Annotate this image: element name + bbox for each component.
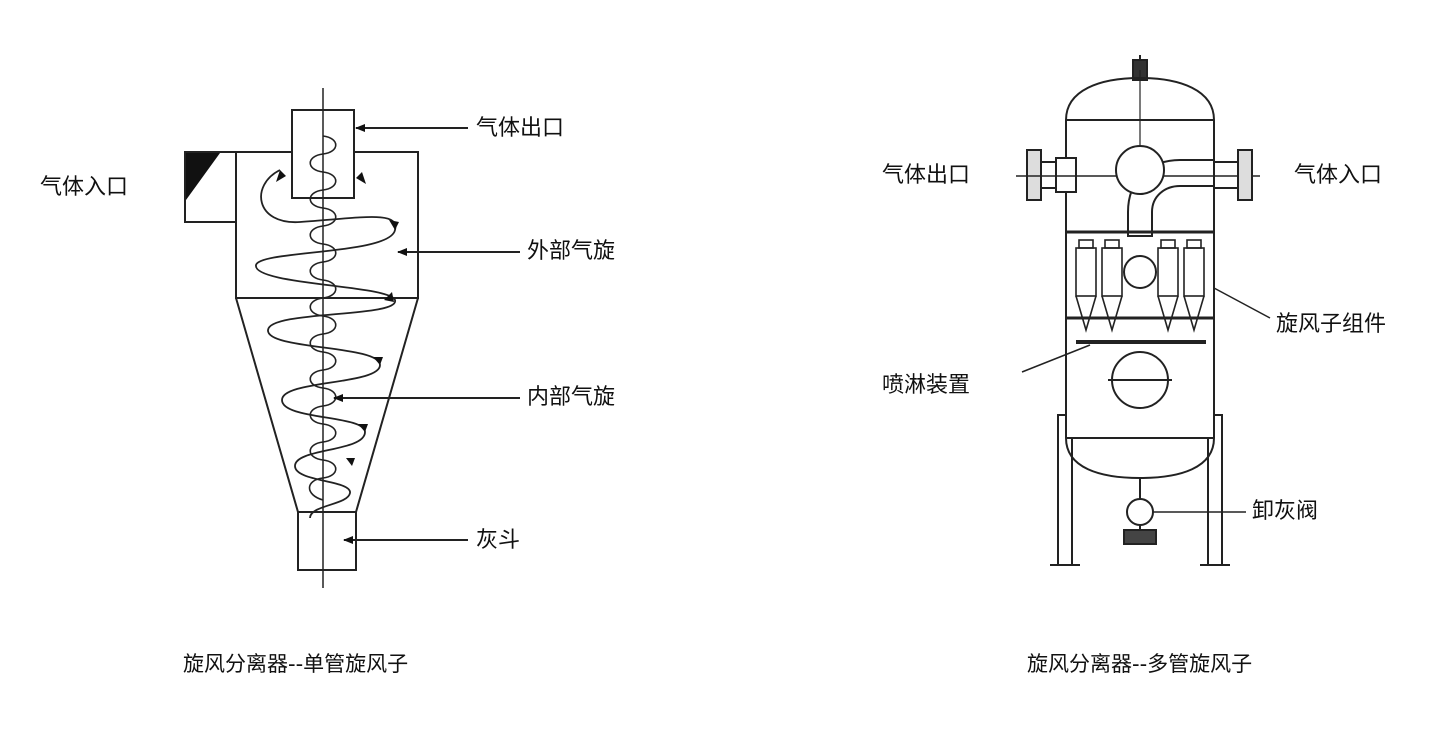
label-ash-valve: 卸灰阀: [1252, 499, 1319, 524]
single-cyclone-diagram: [184, 88, 520, 588]
label-inner-vortex: 内部气旋: [527, 385, 616, 410]
caption-multi-cyclone: 旋风分离器--多管旋风子: [1027, 652, 1253, 676]
label-spray-device: 喷淋装置: [882, 373, 971, 398]
inlet-flange: [1237, 149, 1253, 201]
ash-valve-body: [1126, 498, 1154, 526]
label-outer-vortex: 外部气旋: [527, 239, 616, 264]
label-ash-hopper: 灰斗: [476, 528, 521, 553]
upper-manway: [1115, 145, 1165, 195]
left-leader-arrows: [333, 124, 520, 544]
inner-vortex-spiral: [308, 135, 337, 501]
label-gas-inlet-left: 气体入口: [40, 175, 129, 200]
outlet-pipe: [291, 109, 355, 199]
outer-vortex-spiral: [255, 169, 397, 519]
cone-body: [235, 297, 419, 513]
cyclone-tubes: [1075, 239, 1205, 333]
outer-vortex-arrows: [276, 170, 399, 466]
label-gas-outlet-left: 气体出口: [476, 116, 565, 141]
label-cyclone-assembly: 旋风子组件: [1276, 312, 1387, 337]
right-leader-lines: [1021, 287, 1271, 513]
multi-cyclone-diagram: [1016, 55, 1271, 566]
label-gas-outlet-right: 气体出口: [882, 163, 971, 188]
support-legs: [1050, 414, 1230, 566]
outlet-flange: [1026, 149, 1042, 201]
middle-manway: [1123, 255, 1157, 289]
caption-single-cyclone: 旋风分离器--单管旋风子: [183, 652, 409, 676]
label-gas-inlet-right: 气体入口: [1294, 163, 1383, 188]
